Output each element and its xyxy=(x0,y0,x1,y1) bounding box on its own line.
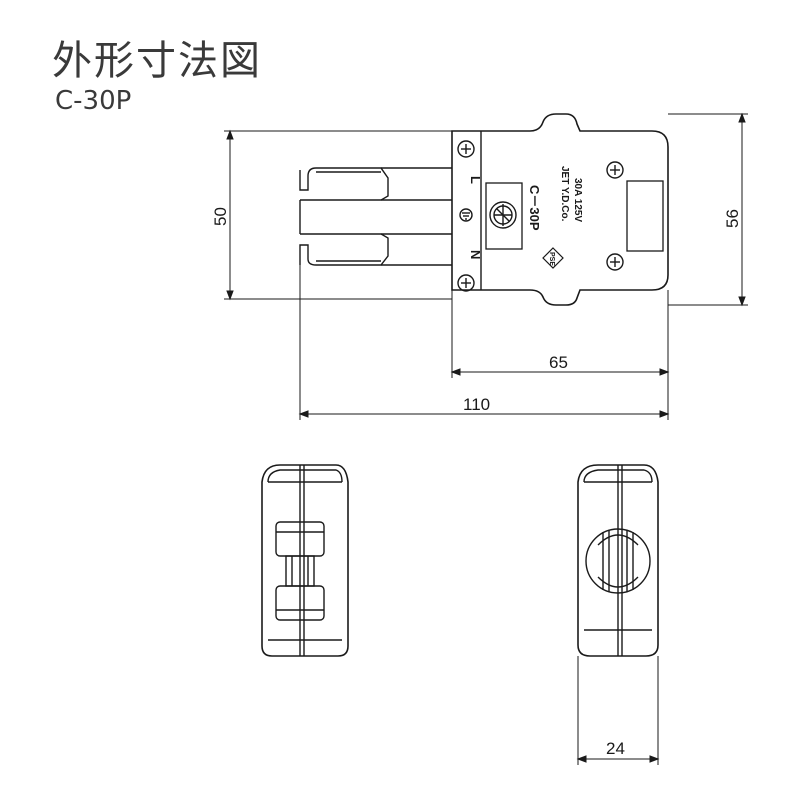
plug-side-view xyxy=(577,464,659,657)
dim-body-length: 65 xyxy=(549,353,568,372)
terminal-l-label: L xyxy=(468,176,483,184)
rating-label: 30A 125V xyxy=(572,178,583,222)
model-face-label: C－30P xyxy=(527,185,542,231)
dim-height-left: 50 xyxy=(211,207,230,226)
terminal-n-label: N xyxy=(468,250,483,259)
screw-icon xyxy=(606,161,624,179)
dim-total-length: 110 xyxy=(463,395,490,414)
dimension-lines-side xyxy=(576,656,660,765)
ground-icon xyxy=(459,208,473,222)
screw-icon xyxy=(457,140,475,158)
screw-icon xyxy=(606,253,624,271)
plug-blades xyxy=(299,167,452,266)
plug-front-view xyxy=(261,464,349,657)
pse-label: PSE xyxy=(548,252,555,266)
plug-body-top-view xyxy=(451,113,669,306)
screw-icon xyxy=(457,274,475,292)
dim-side-width: 24 xyxy=(606,739,625,758)
page-title: 外形寸法図 xyxy=(52,38,262,84)
dimension-lines xyxy=(224,112,748,420)
model-number: C-30P xyxy=(55,86,132,116)
pse-mark-icon xyxy=(542,247,564,269)
maker-label: JET Y.D.Co. xyxy=(559,166,570,222)
dim-height-right: 56 xyxy=(723,209,742,228)
